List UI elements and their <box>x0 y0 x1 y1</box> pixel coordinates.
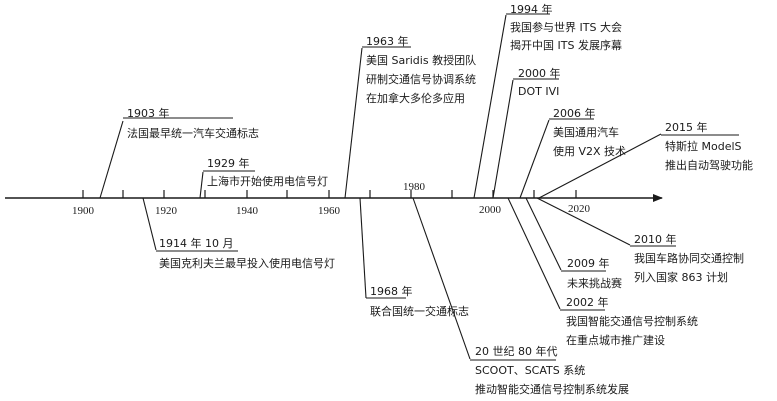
event-date: 2009 年 <box>567 256 610 270</box>
tick-label-1960: 1960 <box>318 205 341 217</box>
event-description: SCOOT、SCATS 系统 <box>475 364 585 377</box>
event-leader-line <box>99 120 124 199</box>
event-leader-line <box>344 47 363 199</box>
event-description: 美国 Saridis 教授团队 <box>366 53 476 67</box>
event-date: 1903 年 <box>127 106 170 120</box>
event-leader-line <box>473 14 507 199</box>
event-description: 在重点城市推广建设 <box>566 333 665 347</box>
time-axis: 1900 1920 1940 1960 1980 2000 2020 <box>5 181 663 217</box>
event-date: 1929 年 <box>207 156 250 170</box>
tick-label-2020: 2020 <box>568 203 591 215</box>
event-description: 美国克利夫兰最早投入使用电信号灯 <box>159 256 335 270</box>
event-description: 上海市开始使用电信号灯 <box>207 174 328 188</box>
event-date: 1963 年 <box>366 34 409 48</box>
event-description: 我国智能交通信号控制系统 <box>566 314 698 328</box>
event-leader-line <box>199 171 204 199</box>
event-date: 2006 年 <box>553 106 596 120</box>
event-description: 使用 V2X 技术 <box>553 145 626 158</box>
tick-label-1980: 1980 <box>403 181 426 193</box>
event-description: 联合国统一交通标志 <box>370 304 469 318</box>
event-leader-line <box>507 197 561 310</box>
event-description: 未来挑战赛 <box>567 276 622 290</box>
event-e2000: 2000 年 DOT IVI <box>492 66 561 199</box>
event-description: 列入国家 863 计划 <box>634 270 728 284</box>
event-date: 1994 年 <box>510 2 553 16</box>
tick-label-1920: 1920 <box>155 205 178 217</box>
tick-label-1940: 1940 <box>236 205 259 217</box>
event-description: 揭开中国 ITS 发展序幕 <box>510 38 622 52</box>
event-description: 美国通用汽车 <box>553 125 619 139</box>
event-date: 2015 年 <box>665 120 708 134</box>
event-description: 研制交通信号协调系统 <box>366 72 476 86</box>
event-leader-line <box>492 79 514 199</box>
event-leader-line <box>359 197 367 299</box>
event-description: DOT IVI <box>518 85 559 98</box>
event-description: 推动智能交通信号控制系统发展 <box>475 382 629 396</box>
event-description: 特斯拉 ModelS <box>665 139 742 153</box>
event-leader-line <box>538 133 662 199</box>
event-leader-line <box>519 119 550 199</box>
tick-label-2000: 2000 <box>479 204 502 216</box>
event-date: 2002 年 <box>566 295 609 309</box>
event-date: 1968 年 <box>370 284 413 298</box>
event-date: 20 世纪 80 年代 <box>475 344 557 358</box>
event-leader-line <box>412 197 471 360</box>
event-description: 法国最早统一汽车交通标志 <box>127 126 259 140</box>
event-leader-line <box>525 197 562 271</box>
event-date: 2010 年 <box>634 232 677 246</box>
event-description: 我国车路协同交通控制 <box>634 251 744 265</box>
event-description: 推出自动驾驶功能 <box>665 158 753 172</box>
tick-label-1900: 1900 <box>72 205 95 217</box>
event-date: 1914 年 10 月 <box>159 236 233 250</box>
event-leader-line <box>142 197 157 251</box>
event-description: 在加拿大多伦多应用 <box>366 91 465 105</box>
event-description: 我国参与世界 ITS 大会 <box>510 20 622 34</box>
event-date: 2000 年 <box>518 66 561 80</box>
event-leader-line <box>536 197 631 246</box>
